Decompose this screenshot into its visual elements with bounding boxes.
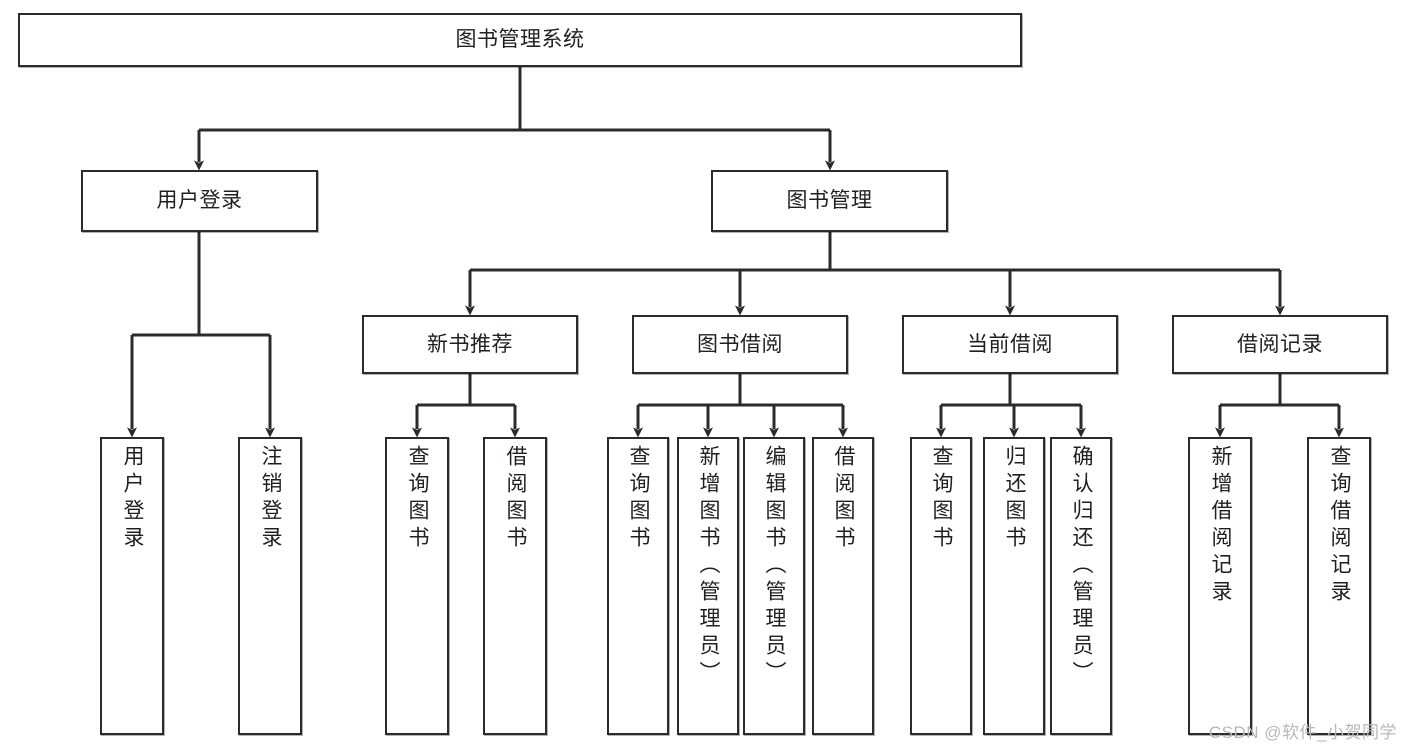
node-leaf-label: 查询图书 bbox=[627, 445, 651, 553]
node-root-label: 图书管理系统 bbox=[455, 28, 585, 52]
node-book-management[interactable]: 图书管理 bbox=[711, 170, 948, 232]
watermark-text: CSDN @软件_小贺同学 bbox=[1208, 723, 1397, 742]
node-current-borrow-label: 当前借阅 bbox=[967, 332, 1053, 356]
node-book-management-label: 图书管理 bbox=[786, 189, 873, 213]
node-book-borrow-label: 图书借阅 bbox=[697, 332, 783, 356]
node-borrow-record-label: 借阅记录 bbox=[1237, 332, 1323, 356]
node-leaf-label: 编辑图书（管理员） bbox=[763, 445, 787, 688]
node-leaf[interactable]: 查询借阅记录 bbox=[1307, 437, 1371, 735]
node-leaf[interactable]: 查询图书 bbox=[385, 437, 449, 735]
node-leaf-label: 借阅图书 bbox=[832, 445, 856, 553]
node-leaf-label: 新增图书（管理员） bbox=[697, 445, 721, 688]
node-leaf-label: 查询借阅记录 bbox=[1328, 445, 1352, 607]
node-leaf[interactable]: 注销登录 bbox=[238, 437, 302, 735]
node-root-system[interactable]: 图书管理系统 bbox=[18, 13, 1022, 67]
node-leaf-label: 新增借阅记录 bbox=[1209, 445, 1233, 607]
node-leaf[interactable]: 借阅图书 bbox=[483, 437, 547, 735]
node-current-borrow[interactable]: 当前借阅 bbox=[902, 315, 1118, 374]
node-user-login[interactable]: 用户登录 bbox=[81, 170, 318, 232]
node-leaf[interactable]: 用户登录 bbox=[100, 437, 164, 735]
node-book-borrow[interactable]: 图书借阅 bbox=[632, 315, 848, 374]
node-leaf[interactable]: 查询图书 bbox=[910, 437, 972, 735]
node-leaf-label: 借阅图书 bbox=[504, 445, 528, 553]
node-leaf-label: 注销登录 bbox=[259, 445, 283, 553]
node-leaf[interactable]: 编辑图书（管理员） bbox=[743, 437, 805, 735]
node-leaf-label: 用户登录 bbox=[121, 445, 145, 553]
node-user-login-label: 用户登录 bbox=[156, 189, 243, 213]
node-leaf[interactable]: 确认归还（管理员） bbox=[1050, 437, 1112, 735]
node-leaf-label: 查询图书 bbox=[406, 445, 430, 553]
node-leaf-label: 确认归还（管理员） bbox=[1070, 445, 1094, 688]
node-leaf[interactable]: 查询图书 bbox=[607, 437, 669, 735]
node-new-book-recommend[interactable]: 新书推荐 bbox=[362, 315, 578, 374]
node-new-book-recommend-label: 新书推荐 bbox=[427, 332, 513, 356]
node-leaf-label: 查询图书 bbox=[930, 445, 954, 553]
node-leaf[interactable]: 借阅图书 bbox=[812, 437, 874, 735]
node-leaf[interactable]: 新增借阅记录 bbox=[1188, 437, 1252, 735]
node-leaf[interactable]: 新增图书（管理员） bbox=[677, 437, 739, 735]
node-leaf-label: 归还图书 bbox=[1003, 445, 1027, 553]
node-leaf[interactable]: 归还图书 bbox=[983, 437, 1045, 735]
node-borrow-record[interactable]: 借阅记录 bbox=[1172, 315, 1388, 374]
